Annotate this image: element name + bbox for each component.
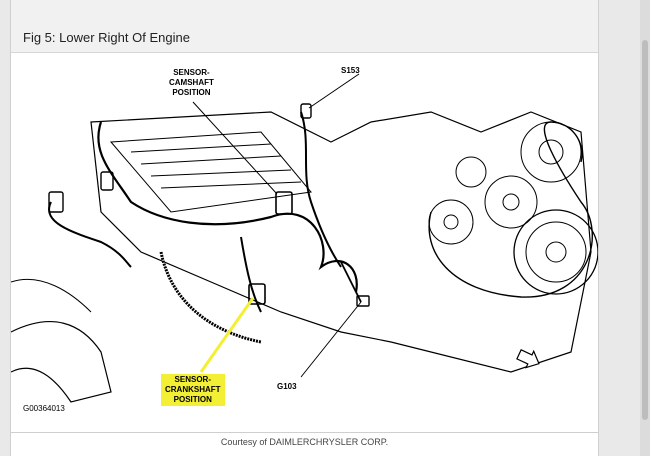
crankshaft-connector <box>248 283 266 305</box>
scrollbar-thumb[interactable] <box>642 40 648 420</box>
courtesy-text: Courtesy of DAIMLERCHRYSLER CORP. <box>220 437 389 447</box>
camshaft-label-line-1: SENSOR- <box>173 68 210 77</box>
flywheel-ring <box>159 251 262 344</box>
camshaft-sensor-label: SENSOR- CAMSHAFT POSITION <box>169 68 214 98</box>
valve-cover-rib-1 <box>130 143 272 153</box>
valve-cover-rib-3 <box>150 169 292 177</box>
wiring-harness <box>97 121 358 293</box>
idler-pulley <box>484 175 538 229</box>
camshaft-label-line-2: CAMSHAFT <box>169 78 214 87</box>
crankshaft-leader <box>199 297 255 373</box>
footer-divider <box>11 432 598 433</box>
figure-code: G00364013 <box>23 404 65 413</box>
g103-ground <box>356 295 370 307</box>
camshaft-leader <box>192 101 278 195</box>
crank-pulley-hub <box>545 241 567 263</box>
wiring-harness-left <box>48 201 132 268</box>
crank-pulley-inner <box>525 221 587 283</box>
idler-pulley-hub <box>502 193 520 211</box>
valve-cover <box>109 131 312 213</box>
scrollbar[interactable] <box>640 0 650 456</box>
wiring-harness-s153 <box>300 111 342 268</box>
crankshaft-label-line-1: SENSOR- <box>174 375 211 384</box>
valve-cover-rib-2 <box>140 155 282 165</box>
connector-left-2 <box>100 171 114 191</box>
drive-belt <box>428 121 593 298</box>
crankshaft-label-line-3: POSITION <box>173 395 212 404</box>
tensioner-pulley-hub <box>443 214 459 230</box>
figure-frame: Fig 5: Lower Right Of Engine <box>10 0 599 456</box>
engine-block-outline <box>90 111 592 373</box>
wiring-harness-crank <box>240 236 262 313</box>
intake-tube <box>11 321 112 403</box>
crank-pulley <box>513 209 598 295</box>
fan-pulley-hub <box>538 139 564 165</box>
s153-leader <box>308 73 360 109</box>
s153-label: S153 <box>341 66 360 75</box>
intake-tube-lower <box>11 278 92 313</box>
tensioner-pulley <box>428 199 474 245</box>
g103-leader <box>300 301 362 378</box>
crankshaft-label-line-2: CRANKSHAFT <box>165 385 221 394</box>
g103-label: G103 <box>277 382 297 391</box>
connector-left-1 <box>48 191 64 213</box>
crankshaft-sensor-label: SENSOR- CRANKSHAFT POSITION <box>161 374 225 406</box>
small-pulley <box>455 156 487 188</box>
s153-connector <box>300 103 312 119</box>
figure-header: Fig 5: Lower Right Of Engine <box>11 0 598 53</box>
camshaft-label-line-3: POSITION <box>172 88 211 97</box>
camshaft-connector <box>275 191 293 215</box>
figure-title: Fig 5: Lower Right Of Engine <box>23 30 190 45</box>
wiring-harness-g103 <box>340 261 362 303</box>
front-arrow-icon <box>516 349 540 369</box>
engine-diagram <box>11 73 598 403</box>
valve-cover-rib-4 <box>160 181 302 189</box>
